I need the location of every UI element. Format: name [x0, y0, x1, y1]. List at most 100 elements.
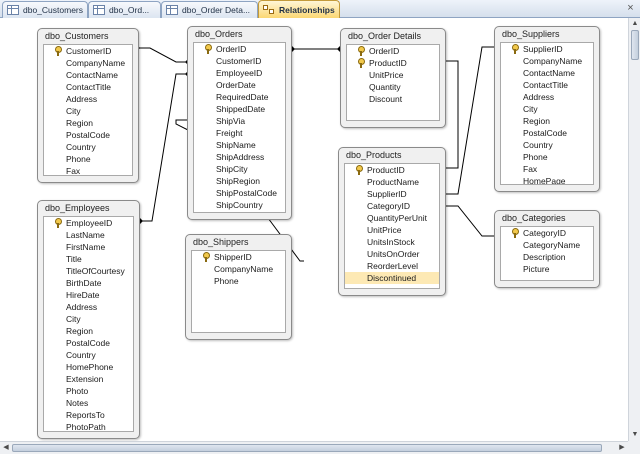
horizontal-scrollbar[interactable]: ◀ ▶	[0, 441, 628, 454]
field-row[interactable]: CompanyName	[44, 57, 132, 69]
field-row[interactable]: OrderDate	[194, 79, 285, 91]
field-row[interactable]: Title	[44, 253, 133, 265]
vertical-scroll-thumb[interactable]	[631, 30, 639, 60]
field-row[interactable]: CategoryID	[501, 227, 593, 239]
field-row[interactable]: ReorderLevel	[345, 260, 439, 272]
field-row[interactable]: ProductName	[345, 176, 439, 188]
horizontal-scroll-thumb[interactable]	[12, 444, 602, 452]
tab-dbo-order-details[interactable]: dbo_Order Deta...	[161, 1, 258, 18]
field-row[interactable]: Region	[501, 115, 593, 127]
tab-dbo-customers[interactable]: dbo_Customers	[2, 1, 88, 18]
field-row[interactable]: BirthDate	[44, 277, 133, 289]
field-row[interactable]: HireDate	[44, 289, 133, 301]
field-row[interactable]: ShipCity	[194, 163, 285, 175]
field-row[interactable]: LastName	[44, 229, 133, 241]
field-row[interactable]: City	[44, 105, 132, 117]
scroll-left-arrow-icon[interactable]: ◀	[3, 444, 9, 451]
field-row[interactable]: ShippedDate	[194, 103, 285, 115]
field-row[interactable]: UnitsInStock	[345, 236, 439, 248]
field-row[interactable]: Fax	[501, 163, 593, 175]
field-row[interactable]: ContactName	[501, 67, 593, 79]
field-row[interactable]: FirstName	[44, 241, 133, 253]
field-row[interactable]: ShipVia	[194, 115, 285, 127]
field-row[interactable]: Address	[44, 301, 133, 313]
field-row[interactable]: ShipRegion	[194, 175, 285, 187]
field-row[interactable]: ShipPostalCode	[194, 187, 285, 199]
close-button[interactable]: ×	[627, 2, 634, 14]
field-row[interactable]: Phone	[501, 151, 593, 163]
tab-relationships[interactable]: Relationships	[258, 0, 340, 18]
field-row[interactable]: Phone	[192, 275, 285, 287]
field-row[interactable]: ContactTitle	[501, 79, 593, 91]
field-row[interactable]: CompanyName	[501, 55, 593, 67]
field-row[interactable]: Fax	[44, 165, 132, 175]
field-row[interactable]: EmployeeID	[194, 67, 285, 79]
field-row[interactable]: Photo	[44, 385, 133, 397]
field-row[interactable]: HomePage	[501, 175, 593, 184]
field-row[interactable]: SupplierID	[501, 43, 593, 55]
field-row[interactable]: HomePhone	[44, 361, 133, 373]
field-row[interactable]: CategoryID	[345, 200, 439, 212]
scroll-down-arrow-icon[interactable]: ▼	[631, 431, 639, 438]
field-row[interactable]: UnitsOnOrder	[345, 248, 439, 260]
field-row[interactable]: PostalCode	[501, 127, 593, 139]
scroll-right-arrow-icon[interactable]: ▶	[619, 444, 625, 451]
field-row[interactable]: Phone	[44, 153, 132, 165]
field-row[interactable]: ProductID	[345, 164, 439, 176]
field-row[interactable]: TitleOfCourtesy	[44, 265, 133, 277]
field-row[interactable]: ShipAddress	[194, 151, 285, 163]
tab-dbo-orders[interactable]: dbo_Ord...	[88, 1, 161, 18]
field-row[interactable]: ReportsTo	[44, 409, 133, 421]
field-row[interactable]: EmployeeID	[44, 217, 133, 229]
field-row[interactable]: PostalCode	[44, 337, 133, 349]
field-row[interactable]: Quantity	[347, 81, 439, 93]
field-row[interactable]: Country	[44, 349, 133, 361]
field-row[interactable]: Discontinued	[345, 272, 439, 284]
field-row[interactable]: OrderID	[347, 45, 439, 57]
field-row[interactable]: QuantityPerUnit	[345, 212, 439, 224]
field-row[interactable]: ContactTitle	[44, 81, 132, 93]
field-row[interactable]: ContactName	[44, 69, 132, 81]
field-row[interactable]: ProductID	[347, 57, 439, 69]
field-row[interactable]: ShipName	[194, 139, 285, 151]
field-row[interactable]: PostalCode	[44, 129, 132, 141]
field-row[interactable]: UnitPrice	[347, 69, 439, 81]
field-row[interactable]: Country	[501, 139, 593, 151]
field-row[interactable]: Discount	[347, 93, 439, 105]
field-row[interactable]: PhotoPath	[44, 421, 133, 431]
field-row[interactable]: CustomerID	[44, 45, 132, 57]
field-row[interactable]: RequiredDate	[194, 91, 285, 103]
field-row[interactable]: Picture	[501, 263, 593, 275]
field-row[interactable]: City	[44, 313, 133, 325]
field-row[interactable]: Address	[44, 93, 132, 105]
field-row[interactable]: Notes	[44, 397, 133, 409]
field-row[interactable]: Country	[44, 141, 132, 153]
field-row[interactable]: Extension	[44, 373, 133, 385]
scroll-up-arrow-icon[interactable]: ▲	[631, 20, 639, 27]
field-row[interactable]: Region	[44, 325, 133, 337]
field-row[interactable]: Freight	[194, 127, 285, 139]
vertical-scrollbar[interactable]: ▲ ▼	[628, 18, 640, 441]
field-row[interactable]: ShipCountry	[194, 199, 285, 211]
field-row[interactable]: OrderID	[194, 43, 285, 55]
field-row[interactable]: SupplierID	[345, 188, 439, 200]
field-row[interactable]: CategoryName	[501, 239, 593, 251]
field-row[interactable]: ShipperID	[192, 251, 285, 263]
field-row[interactable]: CompanyName	[192, 263, 285, 275]
